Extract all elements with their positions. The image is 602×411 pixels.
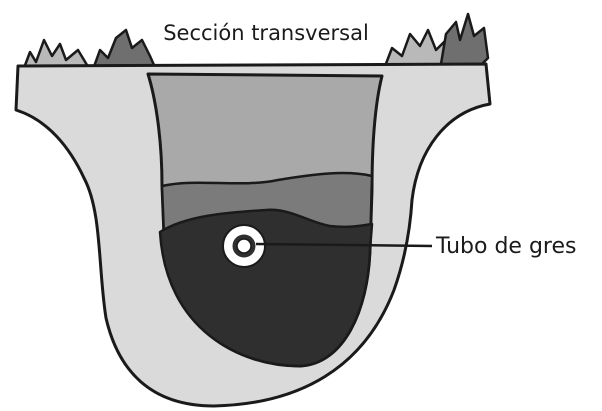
pipe-label: Tubo de gres — [435, 234, 576, 259]
clay-pipe — [223, 225, 265, 267]
pipe-inner-ring — [237, 239, 251, 253]
title-label: Sección transversal — [163, 21, 369, 45]
right-turf-dark — [440, 14, 488, 70]
